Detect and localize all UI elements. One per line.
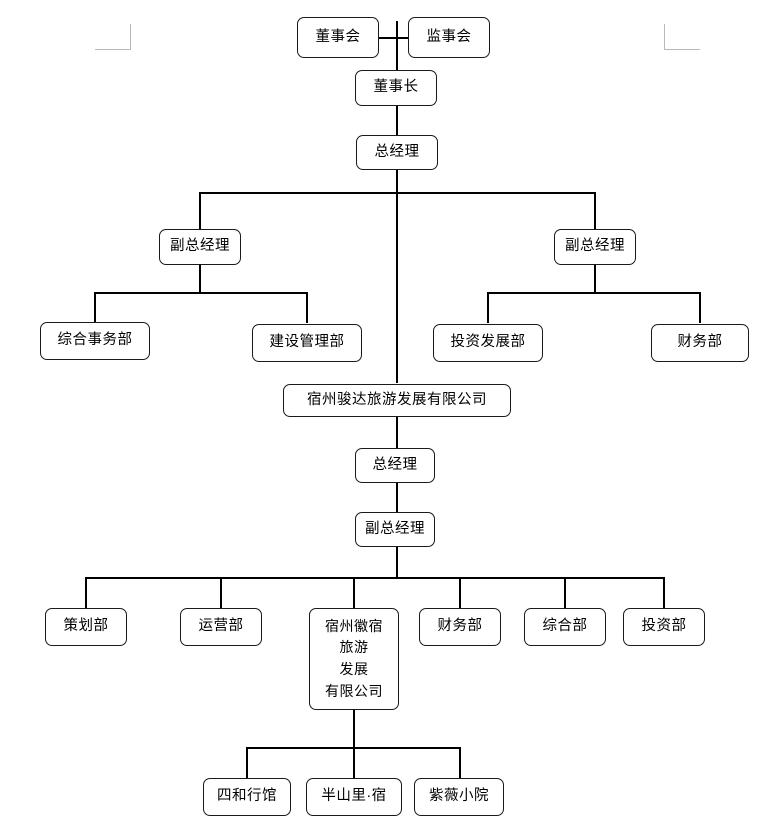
connector-board-chairman	[396, 21, 398, 73]
connector-dgm2-investment	[663, 577, 665, 609]
connector-dgm-right-finance	[699, 292, 701, 323]
node-planning-department[interactable]: 策划部	[45, 608, 127, 646]
page-corner-mark-top-right	[664, 24, 700, 50]
page-corner-mark-top-left	[95, 24, 131, 50]
node-operation-department[interactable]: 运营部	[180, 608, 262, 646]
connector-dgm2-bar	[85, 577, 665, 579]
node-investment-development-department[interactable]: 投资发展部	[433, 324, 543, 362]
connector-huisu-stem	[353, 709, 355, 751]
node-banshanli-su-hotel[interactable]: 半山里·宿	[306, 778, 402, 816]
connector-huisu-sihe	[246, 747, 248, 779]
node-board-of-supervisors[interactable]: 监事会	[408, 17, 490, 58]
connector-huisu-banshanli	[353, 747, 355, 779]
node-deputy-general-manager-right[interactable]: 副总经理	[554, 229, 636, 265]
connector-chairman-gm1	[396, 104, 398, 138]
node-ziwei-courtyard-hotel[interactable]: 紫薇小院	[414, 778, 504, 816]
connector-dgm2-planning	[85, 577, 87, 609]
node-finance-department-upper[interactable]: 财务部	[651, 324, 749, 362]
node-deputy-general-manager-left[interactable]: 副总经理	[159, 229, 241, 265]
node-general-affairs-department[interactable]: 综合事务部	[40, 322, 150, 360]
node-investment-department[interactable]: 投资部	[623, 608, 705, 646]
connector-dgm-right-stem	[594, 263, 596, 293]
node-general-manager-junda[interactable]: 总经理	[355, 448, 435, 483]
node-deputy-general-manager-junda[interactable]: 副总经理	[355, 512, 435, 547]
connector-dgm-right-invest	[487, 292, 489, 323]
connector-dgm-left-bar	[94, 292, 307, 294]
connector-dgm-left-construct	[306, 292, 308, 323]
connector-dgm-left-stem	[199, 263, 201, 293]
connector-dgm2-stem	[396, 546, 398, 579]
node-sihe-hotel[interactable]: 四和行馆	[203, 778, 291, 816]
node-chairman[interactable]: 董事长	[355, 70, 437, 106]
node-finance-department-lower[interactable]: 财务部	[419, 608, 501, 646]
connector-dgm-left-general	[94, 292, 96, 323]
connector-gm1-dgm-right	[594, 192, 596, 231]
connector-gm1-trunk	[396, 168, 398, 383]
node-construction-management-department[interactable]: 建设管理部	[252, 324, 362, 362]
connector-dgm2-comprehensive	[564, 577, 566, 609]
connector-dgm-right-bar	[487, 292, 700, 294]
connector-gm1-deputies-bar	[199, 192, 596, 194]
connector-dgm2-huisu	[353, 577, 355, 609]
node-suzhou-junda-tourism-company[interactable]: 宿州骏达旅游发展有限公司	[283, 384, 511, 417]
node-board-of-directors[interactable]: 董事会	[297, 17, 379, 58]
connector-huisu-ziwei	[459, 747, 461, 779]
connector-junda-gm2	[396, 416, 398, 450]
connector-dgm2-operation	[220, 577, 222, 609]
connector-gm2-dgm2	[396, 482, 398, 514]
node-general-manager-top[interactable]: 总经理	[356, 135, 438, 170]
node-suzhou-huisu-tourism-company[interactable]: 宿州徽宿 旅游 发展 有限公司	[309, 608, 399, 710]
node-comprehensive-department[interactable]: 综合部	[524, 608, 606, 646]
connector-dgm2-finance2	[459, 577, 461, 609]
connector-gm1-dgm-left	[199, 192, 201, 231]
